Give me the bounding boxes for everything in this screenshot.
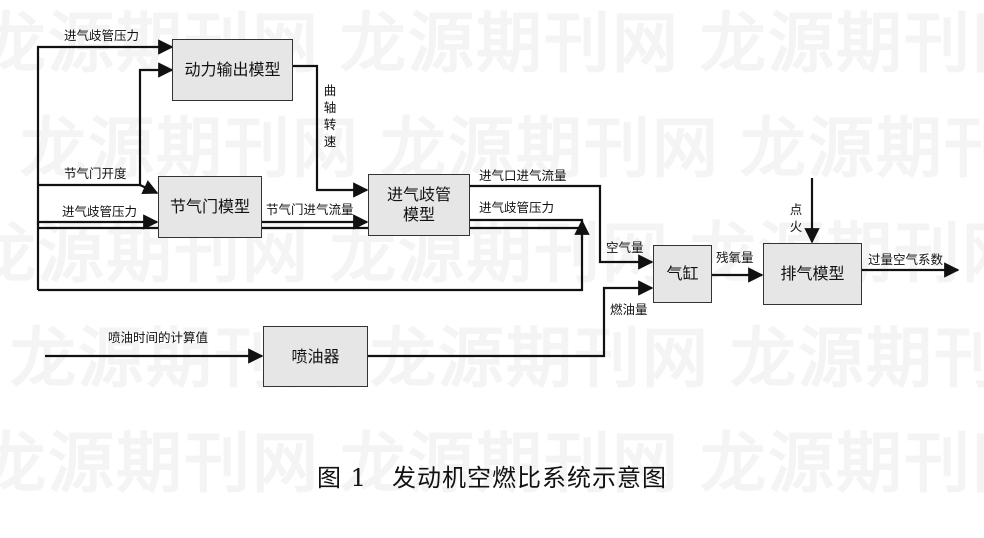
line-manifold-pressure-out bbox=[38, 218, 584, 292]
figure-caption: 图 1 发动机空燃比系统示意图 bbox=[317, 464, 667, 492]
line-manifold-pressure-top bbox=[36, 39, 174, 290]
power-output-label: 动力输出模型 bbox=[184, 60, 281, 79]
signal-manifold-pressure-top: 进气歧管压力 bbox=[64, 28, 140, 43]
signal-air-mass: 空气量 bbox=[606, 240, 644, 255]
signal-residual-oxygen: 残氧量 bbox=[716, 250, 754, 265]
signal-manifold-pressure-out: 进气歧管压力 bbox=[479, 200, 555, 215]
intake-manifold-block: 进气歧管模型 bbox=[368, 174, 470, 236]
signal-excess-air: 过量空气系数 bbox=[868, 252, 944, 267]
signal-injection-time: 喷油时间的计算值 bbox=[108, 330, 209, 345]
signal-crank-speed: 曲轴转速 bbox=[323, 83, 337, 149]
power-output-block: 动力输出模型 bbox=[172, 39, 293, 101]
throttle-block: 节气门模型 bbox=[158, 176, 262, 238]
signal-throttle-flow: 节气门进气流量 bbox=[266, 202, 354, 217]
injector-label: 喷油器 bbox=[291, 346, 340, 366]
cylinder-block: 气缸 bbox=[653, 245, 712, 303]
signal-fuel-mass: 燃油量 bbox=[610, 302, 648, 317]
cylinder-label: 气缸 bbox=[666, 264, 699, 283]
signal-throttle-opening: 节气门开度 bbox=[64, 166, 127, 181]
signal-manifold-pressure-mid: 进气歧管压力 bbox=[62, 204, 138, 219]
line-fuel-mass bbox=[368, 280, 654, 358]
line-throttle-to-power bbox=[38, 62, 174, 187]
signal-port-flow: 进气口进气流量 bbox=[479, 168, 567, 183]
line-throttle-opening bbox=[139, 180, 159, 195]
intake-manifold-label: 进气歧管模型 bbox=[386, 185, 451, 224]
exhaust-label: 排气模型 bbox=[780, 264, 845, 283]
line-crank-speed bbox=[293, 64, 369, 198]
injector-block: 喷油器 bbox=[263, 326, 368, 387]
signal-ignition: 点火 bbox=[789, 202, 803, 234]
line-port-flow bbox=[470, 184, 654, 270]
exhaust-block: 排气模型 bbox=[763, 243, 862, 305]
throttle-label: 节气门模型 bbox=[169, 197, 250, 216]
